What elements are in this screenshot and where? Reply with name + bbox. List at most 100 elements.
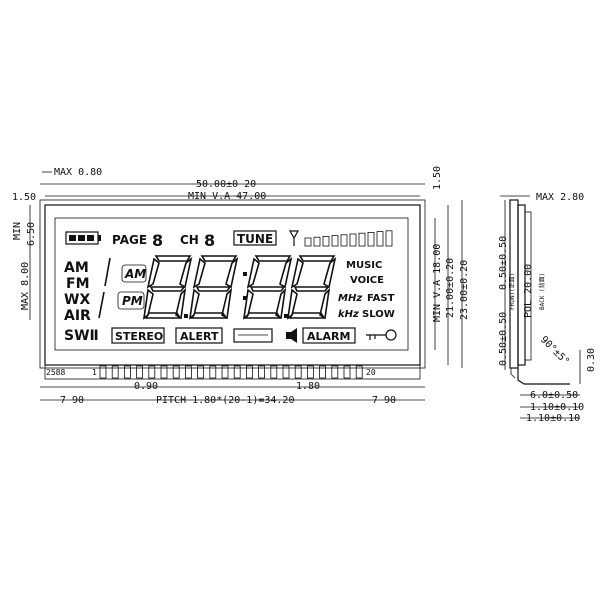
mode-voice: VOICE (350, 275, 384, 286)
side-pin-length-dim: 6.0±0.50 (530, 390, 578, 401)
alarm-label: ALARM (307, 330, 350, 343)
main-digits (142, 255, 337, 320)
pin (160, 365, 168, 379)
speed-slow: SLOW (362, 309, 395, 320)
signal-bar (322, 235, 330, 247)
colon-dot-2 (243, 296, 247, 300)
pin (111, 365, 119, 379)
am-indicator: AM (124, 267, 146, 281)
pin (355, 365, 363, 379)
tune-box (233, 230, 277, 246)
signal-bar (313, 236, 321, 247)
min-label: MIN (12, 222, 23, 240)
mode-music: MUSIC (346, 260, 382, 271)
top-offset-dim: 6.50 (26, 222, 37, 246)
pm-indicator-box (117, 291, 145, 310)
view-area (54, 217, 409, 351)
pin (270, 365, 278, 379)
alert-box (175, 327, 223, 344)
side-tol-2-dim: 1.10±0.10 (526, 413, 580, 424)
pin-pitch-dim: 1.80 (296, 381, 320, 392)
signal-bar (349, 233, 357, 247)
pin (233, 365, 241, 379)
overall-height-dim: 23.00±0.20 (459, 260, 470, 320)
sleep-timer-icon (233, 328, 273, 343)
ch-digit: 8 (204, 231, 215, 250)
pin (124, 365, 131, 379)
unit-khz: kHz (338, 309, 359, 320)
page-label: PAGE (112, 233, 147, 247)
back-label: BACK (背面) (538, 273, 546, 310)
stereo-label: STEREO (115, 330, 163, 343)
side-max-thickness-dim: MAX 2.80 (536, 192, 584, 203)
decimal-dot (284, 314, 288, 318)
band-fm: FM (66, 276, 90, 292)
pin (136, 365, 144, 379)
am-indicator-box (121, 264, 147, 283)
tune-label: TUNE (237, 232, 273, 246)
view-area-width-dim: MIN V.A 47.00 (188, 191, 266, 202)
pin (282, 365, 290, 379)
pin (319, 365, 327, 379)
sw-label: SWⅡ (64, 328, 99, 344)
pm-indicator: PM (122, 294, 143, 308)
speaker-icon (286, 328, 297, 343)
pin (184, 365, 192, 379)
pin (331, 365, 339, 379)
pin-1-label: 1 (92, 368, 97, 377)
signal-bar (376, 231, 384, 247)
battery-icon (65, 231, 101, 245)
pin (258, 365, 266, 379)
angle-dim: 90°±5° (538, 334, 571, 367)
right-margin-top-dim: 1.50 (432, 166, 443, 190)
pin-row (99, 365, 363, 379)
pin-20-label: 20 (366, 368, 376, 377)
max-thickness-top: MAX 0.80 (54, 167, 102, 178)
signal-bar (340, 234, 348, 247)
pin (172, 365, 180, 379)
decimal-dot (184, 314, 188, 318)
page-digit: 8 (152, 231, 163, 250)
pin (197, 365, 205, 379)
band-wx: WX (64, 292, 90, 308)
signal-strength-bars (304, 230, 393, 247)
pin (99, 365, 107, 379)
signal-bar (304, 237, 312, 247)
right-margin-bottom-dim: 7 90 (372, 395, 396, 406)
unit-mhz: MHz (338, 293, 362, 304)
left-margin-top-dim: 1.50 (12, 192, 36, 203)
stereo-box (111, 327, 165, 344)
pin (209, 365, 217, 379)
pin (245, 365, 253, 379)
antenna-icon (288, 230, 300, 246)
key-lock-icon (366, 329, 397, 341)
digit-2 (188, 255, 239, 320)
front-label: FRONT(正面) (509, 273, 516, 310)
side-tol-1-dim: 1.10±0.10 (530, 402, 584, 413)
side-bottom-edge-dim: 0.50±0.50 (498, 312, 509, 366)
leading-one-digit (98, 257, 111, 319)
speed-fast: FAST (367, 293, 395, 304)
pitch-formula-dim: PITCH 1.80*(20-1)=34.20 (156, 395, 294, 406)
side-view (500, 195, 581, 419)
max-height-dim: MAX 8.00 (20, 262, 31, 310)
pin (306, 365, 314, 379)
alert-label: ALERT (180, 330, 219, 343)
pin (294, 365, 302, 379)
digit-1 (142, 255, 193, 320)
side-pin-offset-dim: 0.30 (586, 348, 597, 372)
left-margin-bottom-dim: 7 90 (60, 395, 84, 406)
band-am: AM (64, 260, 89, 276)
pin (221, 365, 229, 379)
pin (343, 365, 351, 379)
digit-4 (286, 255, 337, 320)
signal-bar (367, 231, 375, 247)
lens-outline (39, 199, 426, 369)
alarm-box (302, 327, 356, 344)
signal-bar (331, 235, 339, 247)
part-code: 2588 (46, 368, 65, 377)
colon-dot-1 (243, 272, 247, 276)
pin-width-dim: 0.90 (134, 381, 158, 392)
ch-label: CH (180, 233, 199, 247)
polarizer-dim: POL 20.00 (523, 264, 534, 318)
